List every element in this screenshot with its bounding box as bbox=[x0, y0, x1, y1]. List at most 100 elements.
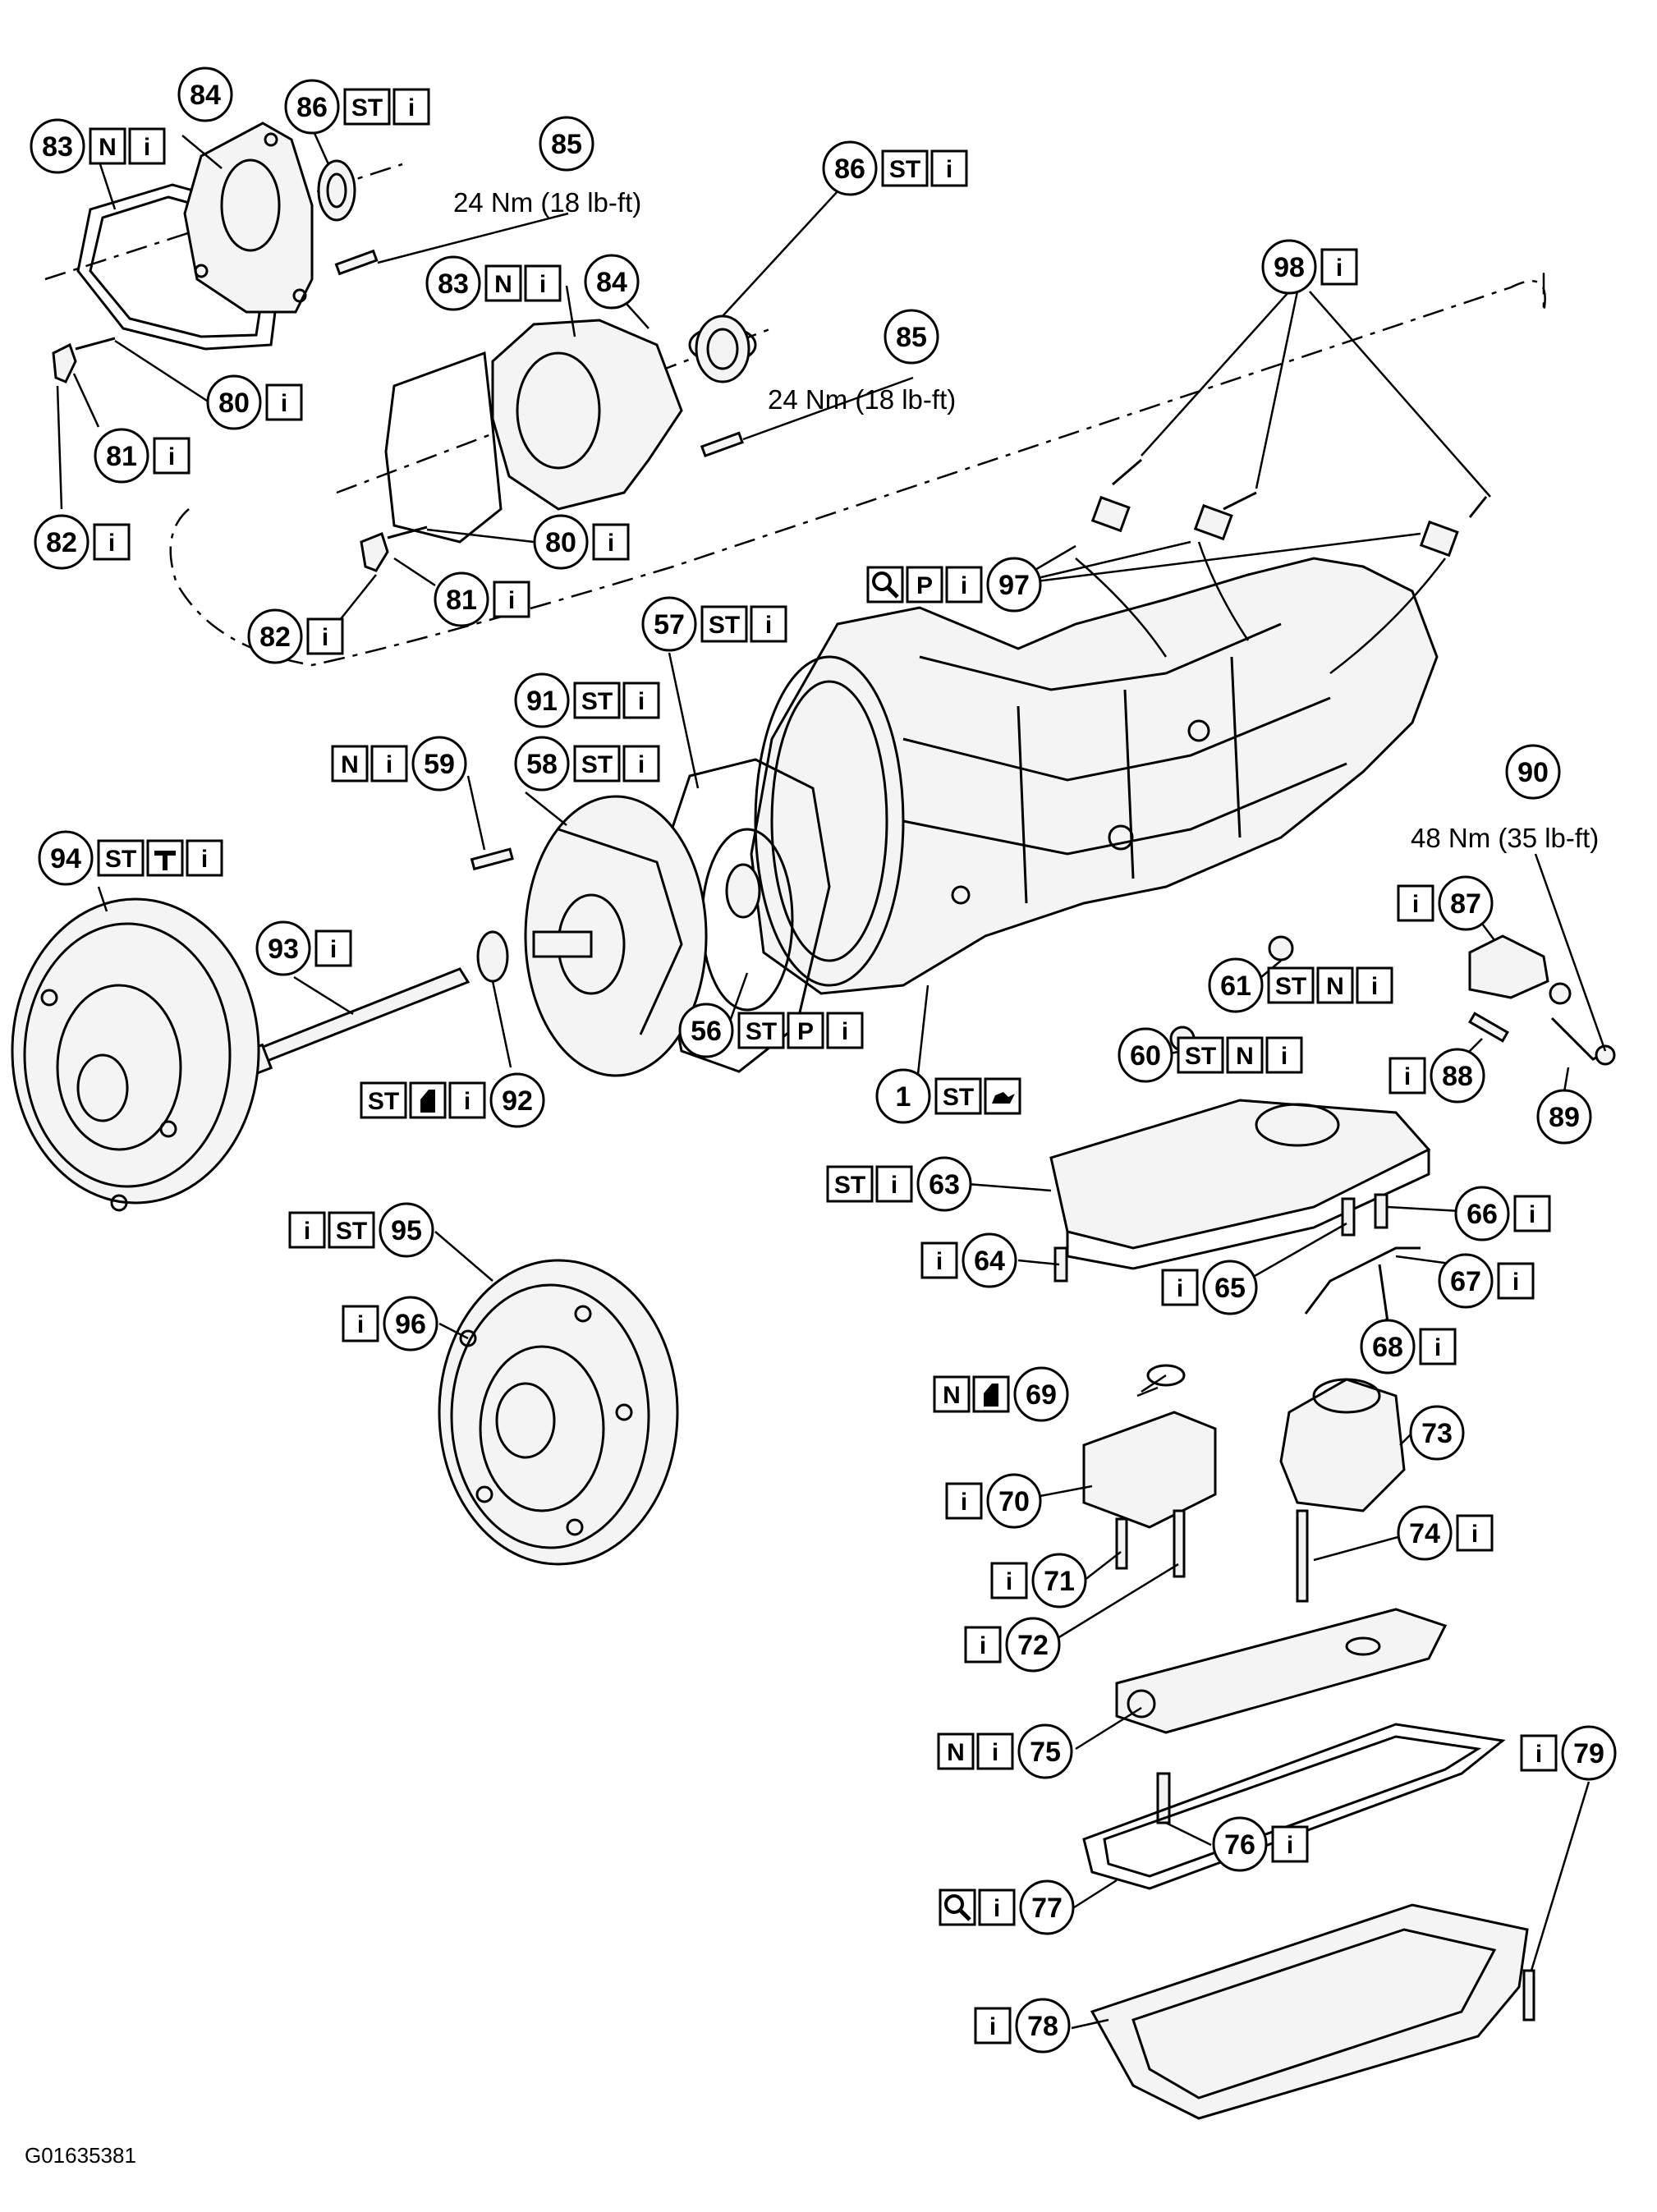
callout-circle bbox=[584, 254, 640, 310]
callout-number: 83 bbox=[42, 131, 73, 163]
callout-circle bbox=[489, 1072, 545, 1128]
tag-label: N bbox=[99, 134, 117, 161]
callout-number: 85 bbox=[551, 129, 582, 160]
info-icon: i bbox=[357, 1311, 364, 1338]
tag-box bbox=[934, 1077, 982, 1115]
manual-lever-87 bbox=[1468, 934, 1549, 999]
callout-number: 89 bbox=[1549, 1102, 1580, 1133]
tag-box bbox=[306, 617, 344, 655]
callout-number: 74 bbox=[1409, 1518, 1440, 1549]
tag-box bbox=[1397, 884, 1434, 922]
tag-box bbox=[1177, 1036, 1224, 1074]
info-icon: i bbox=[1471, 1521, 1478, 1548]
sensor-bracket-lower bbox=[360, 525, 428, 572]
tag-box bbox=[153, 437, 190, 475]
callout-circle bbox=[1360, 1319, 1416, 1374]
callout-number: 84 bbox=[190, 80, 221, 111]
callout-77: 77i bbox=[939, 1879, 1075, 1935]
tag-label: N bbox=[494, 271, 512, 298]
callout-circle bbox=[379, 1202, 434, 1258]
bolt-71 bbox=[1115, 1517, 1128, 1570]
callout-circle bbox=[986, 1473, 1042, 1529]
tag-box bbox=[826, 1012, 864, 1049]
callout-circle bbox=[678, 1003, 734, 1058]
callout-circle bbox=[875, 1068, 931, 1124]
tag-box bbox=[990, 1562, 1028, 1599]
callout-number: 66 bbox=[1467, 1199, 1498, 1230]
info-icon: i bbox=[1512, 1269, 1519, 1296]
tag-box bbox=[1271, 1825, 1309, 1863]
callout-circle bbox=[539, 116, 594, 172]
tag-box bbox=[128, 127, 166, 165]
info-icon: i bbox=[638, 688, 645, 715]
tag-label: N bbox=[341, 751, 359, 778]
callout-circle bbox=[1409, 1405, 1465, 1461]
callout-number: 98 bbox=[1274, 252, 1305, 283]
callout-circle bbox=[411, 736, 467, 792]
callout-number: 64 bbox=[974, 1246, 1005, 1277]
tag-label: ST bbox=[1275, 973, 1306, 1000]
tag-label: ST bbox=[834, 1172, 865, 1199]
info-icon: i bbox=[891, 1172, 897, 1199]
tag-box bbox=[343, 88, 391, 126]
callout-number: 92 bbox=[502, 1085, 533, 1117]
extension-seal-upper bbox=[317, 159, 356, 222]
info-icon: i bbox=[1434, 1334, 1441, 1361]
torque-spec-lever: 48 Nm (35 lb-ft) bbox=[1411, 823, 1599, 853]
callout-circle bbox=[434, 571, 489, 627]
tag-box bbox=[1267, 966, 1315, 1004]
callout-circle bbox=[1438, 1253, 1494, 1309]
callout-circle bbox=[1454, 1186, 1510, 1241]
tag-label: ST bbox=[351, 94, 383, 122]
extension-housing-group-boundary bbox=[169, 271, 1546, 667]
tag-box bbox=[737, 1012, 785, 1049]
tag-box bbox=[360, 1081, 407, 1119]
pump-seal bbox=[725, 863, 761, 919]
oil-pan-78 bbox=[1090, 1903, 1529, 2120]
tag-label: ST bbox=[336, 1218, 367, 1245]
torque-spec-lower: 24 Nm (18 lb-ft) bbox=[768, 384, 956, 415]
callout-71: 71i bbox=[990, 1553, 1087, 1609]
callout-number: 1 bbox=[896, 1081, 911, 1113]
info-icon: i bbox=[1336, 255, 1343, 282]
callout-number: 94 bbox=[50, 843, 81, 874]
bolt-66 bbox=[1374, 1193, 1388, 1229]
tag-box bbox=[881, 149, 929, 187]
tag-box bbox=[288, 1211, 326, 1249]
tag-box bbox=[186, 839, 223, 877]
callout-number: 82 bbox=[46, 527, 77, 558]
callout-number: 97 bbox=[998, 570, 1030, 601]
info-icon: i bbox=[386, 751, 392, 778]
info-icon: i bbox=[322, 624, 328, 651]
tag-box bbox=[933, 1375, 971, 1413]
callout-circle bbox=[1212, 1816, 1268, 1872]
callout-circle bbox=[916, 1156, 972, 1212]
callout-79: 79i bbox=[1520, 1725, 1617, 1781]
callout-89: 89 bbox=[1536, 1089, 1592, 1145]
tag-box bbox=[328, 1211, 375, 1249]
info-icon: i bbox=[408, 94, 415, 122]
tag-box bbox=[974, 2007, 1012, 2044]
callout-circle bbox=[284, 79, 340, 135]
tag-box bbox=[331, 745, 369, 782]
callout-number: 59 bbox=[424, 749, 455, 780]
callout-number: 58 bbox=[526, 749, 558, 780]
callout-72: 72i bbox=[964, 1617, 1061, 1673]
callout-90: 90 bbox=[1505, 744, 1561, 800]
wire-68 bbox=[1378, 1264, 1389, 1323]
tag-box bbox=[1316, 966, 1354, 1004]
info-icon: i bbox=[765, 612, 772, 639]
callout-64: 64i bbox=[920, 1232, 1017, 1288]
callout-circle bbox=[1031, 1553, 1087, 1609]
filter-75 bbox=[1115, 1608, 1448, 1734]
callout-number: 75 bbox=[1030, 1737, 1061, 1768]
callout-number: 65 bbox=[1214, 1273, 1246, 1304]
tag-box bbox=[920, 1241, 958, 1279]
